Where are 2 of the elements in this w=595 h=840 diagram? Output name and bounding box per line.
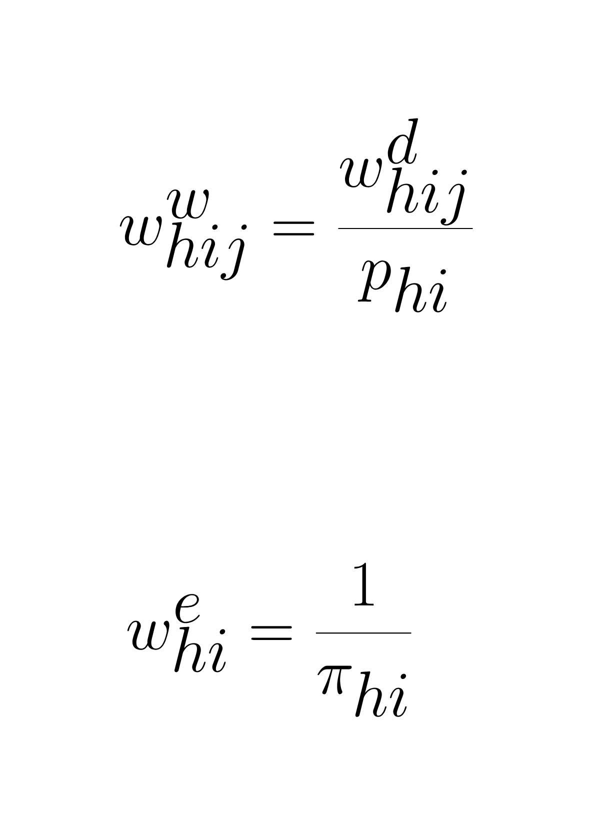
formula: $w_{hi}^{e} = \frac{1}{\pi_{hi}}$ bbox=[127, 562, 412, 717]
formula: $w_{hij}^{w} = \frac{w_{hij}^{d}}{p_{hi}}$ bbox=[120, 118, 473, 312]
